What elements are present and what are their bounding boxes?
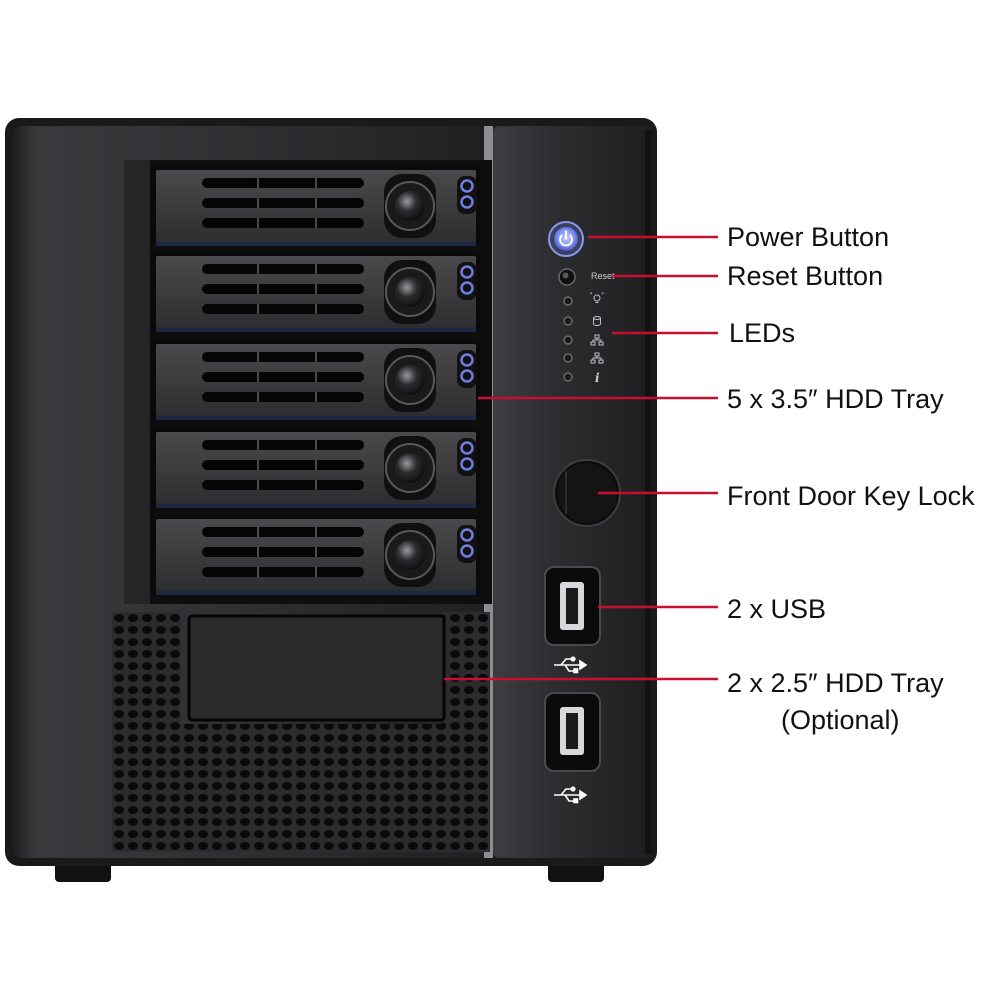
tray-status-led: [457, 176, 477, 214]
vent-grille-right: [442, 612, 490, 732]
callout-reset-button: Reset Button: [727, 261, 884, 291]
led-1: [563, 296, 573, 306]
callout-leds: LEDs: [729, 318, 796, 348]
tray-vent-slot: [202, 218, 364, 228]
hdd-tray-2[interactable]: [150, 252, 480, 332]
reset-button[interactable]: [558, 268, 576, 286]
usb-icon: [554, 656, 588, 674]
tray-status-led: [457, 350, 477, 388]
usb-icon-2: [554, 786, 588, 804]
tray-vent-slot: [202, 352, 364, 362]
hdd-35-trays: [150, 166, 480, 595]
tray-vent-slot: [202, 284, 364, 294]
tray-vent-slot: [202, 567, 364, 577]
hdd-tray-5[interactable]: [150, 515, 480, 595]
lightbulb-icon: [590, 292, 604, 303]
tray-vent-slot: [202, 372, 364, 382]
vent-grille-left: [112, 612, 180, 732]
drive-bay-rail: [124, 160, 150, 604]
tray-status-led: [457, 525, 477, 563]
tray-vent-slot: [202, 440, 364, 450]
disk-icon: [593, 316, 601, 326]
tray-vent-slot: [202, 547, 364, 557]
callout-hdd-35-tray: 5 x 3.5″ HDD Tray: [727, 384, 944, 414]
callout-lines: [444, 235, 718, 681]
tray-status-led: [457, 262, 477, 300]
led-5: [563, 372, 573, 382]
tray-vent-slot: [202, 178, 364, 188]
info-icon: i: [595, 371, 600, 385]
led-2: [563, 316, 573, 326]
led-3: [563, 335, 573, 345]
callout-hdd-25-optional: (Optional): [781, 705, 900, 735]
tray-status-led: [457, 438, 477, 476]
power-button[interactable]: [548, 221, 584, 257]
status-leds: [563, 296, 573, 382]
network-icon: [590, 334, 604, 346]
foot-right: [548, 862, 604, 882]
hdd-tray-1[interactable]: [150, 166, 480, 246]
callout-usb: 2 x USB: [727, 594, 827, 624]
tray-vent-slot: [202, 460, 364, 470]
hdd-tray-4[interactable]: [150, 428, 480, 508]
hdd-25-tray-door[interactable]: [187, 614, 446, 722]
front-door-key-lock[interactable]: [553, 459, 621, 527]
callout-key-lock: Front Door Key Lock: [727, 481, 975, 511]
vent-grille-bottom: [112, 724, 490, 852]
callout-hdd-25-tray: 2 x 2.5″ HDD Tray: [727, 668, 944, 698]
usb-port-1[interactable]: [544, 566, 601, 646]
hdd-tray-3[interactable]: [150, 340, 480, 420]
tray-vent-slot: [202, 527, 364, 537]
power-icon: [559, 234, 573, 247]
foot-left: [55, 862, 111, 882]
tray-vent-slot: [202, 480, 364, 490]
led-4: [563, 353, 573, 363]
reset-label: Reset: [591, 271, 615, 281]
callout-power-button: Power Button: [727, 222, 890, 252]
tray-vent-slot: [202, 198, 364, 208]
tray-vent-slot: [202, 392, 364, 402]
tray-vent-slot: [202, 264, 364, 274]
network-icon-2: [590, 352, 604, 364]
usb-port-2[interactable]: [544, 692, 601, 772]
tray-vent-slot: [202, 304, 364, 314]
